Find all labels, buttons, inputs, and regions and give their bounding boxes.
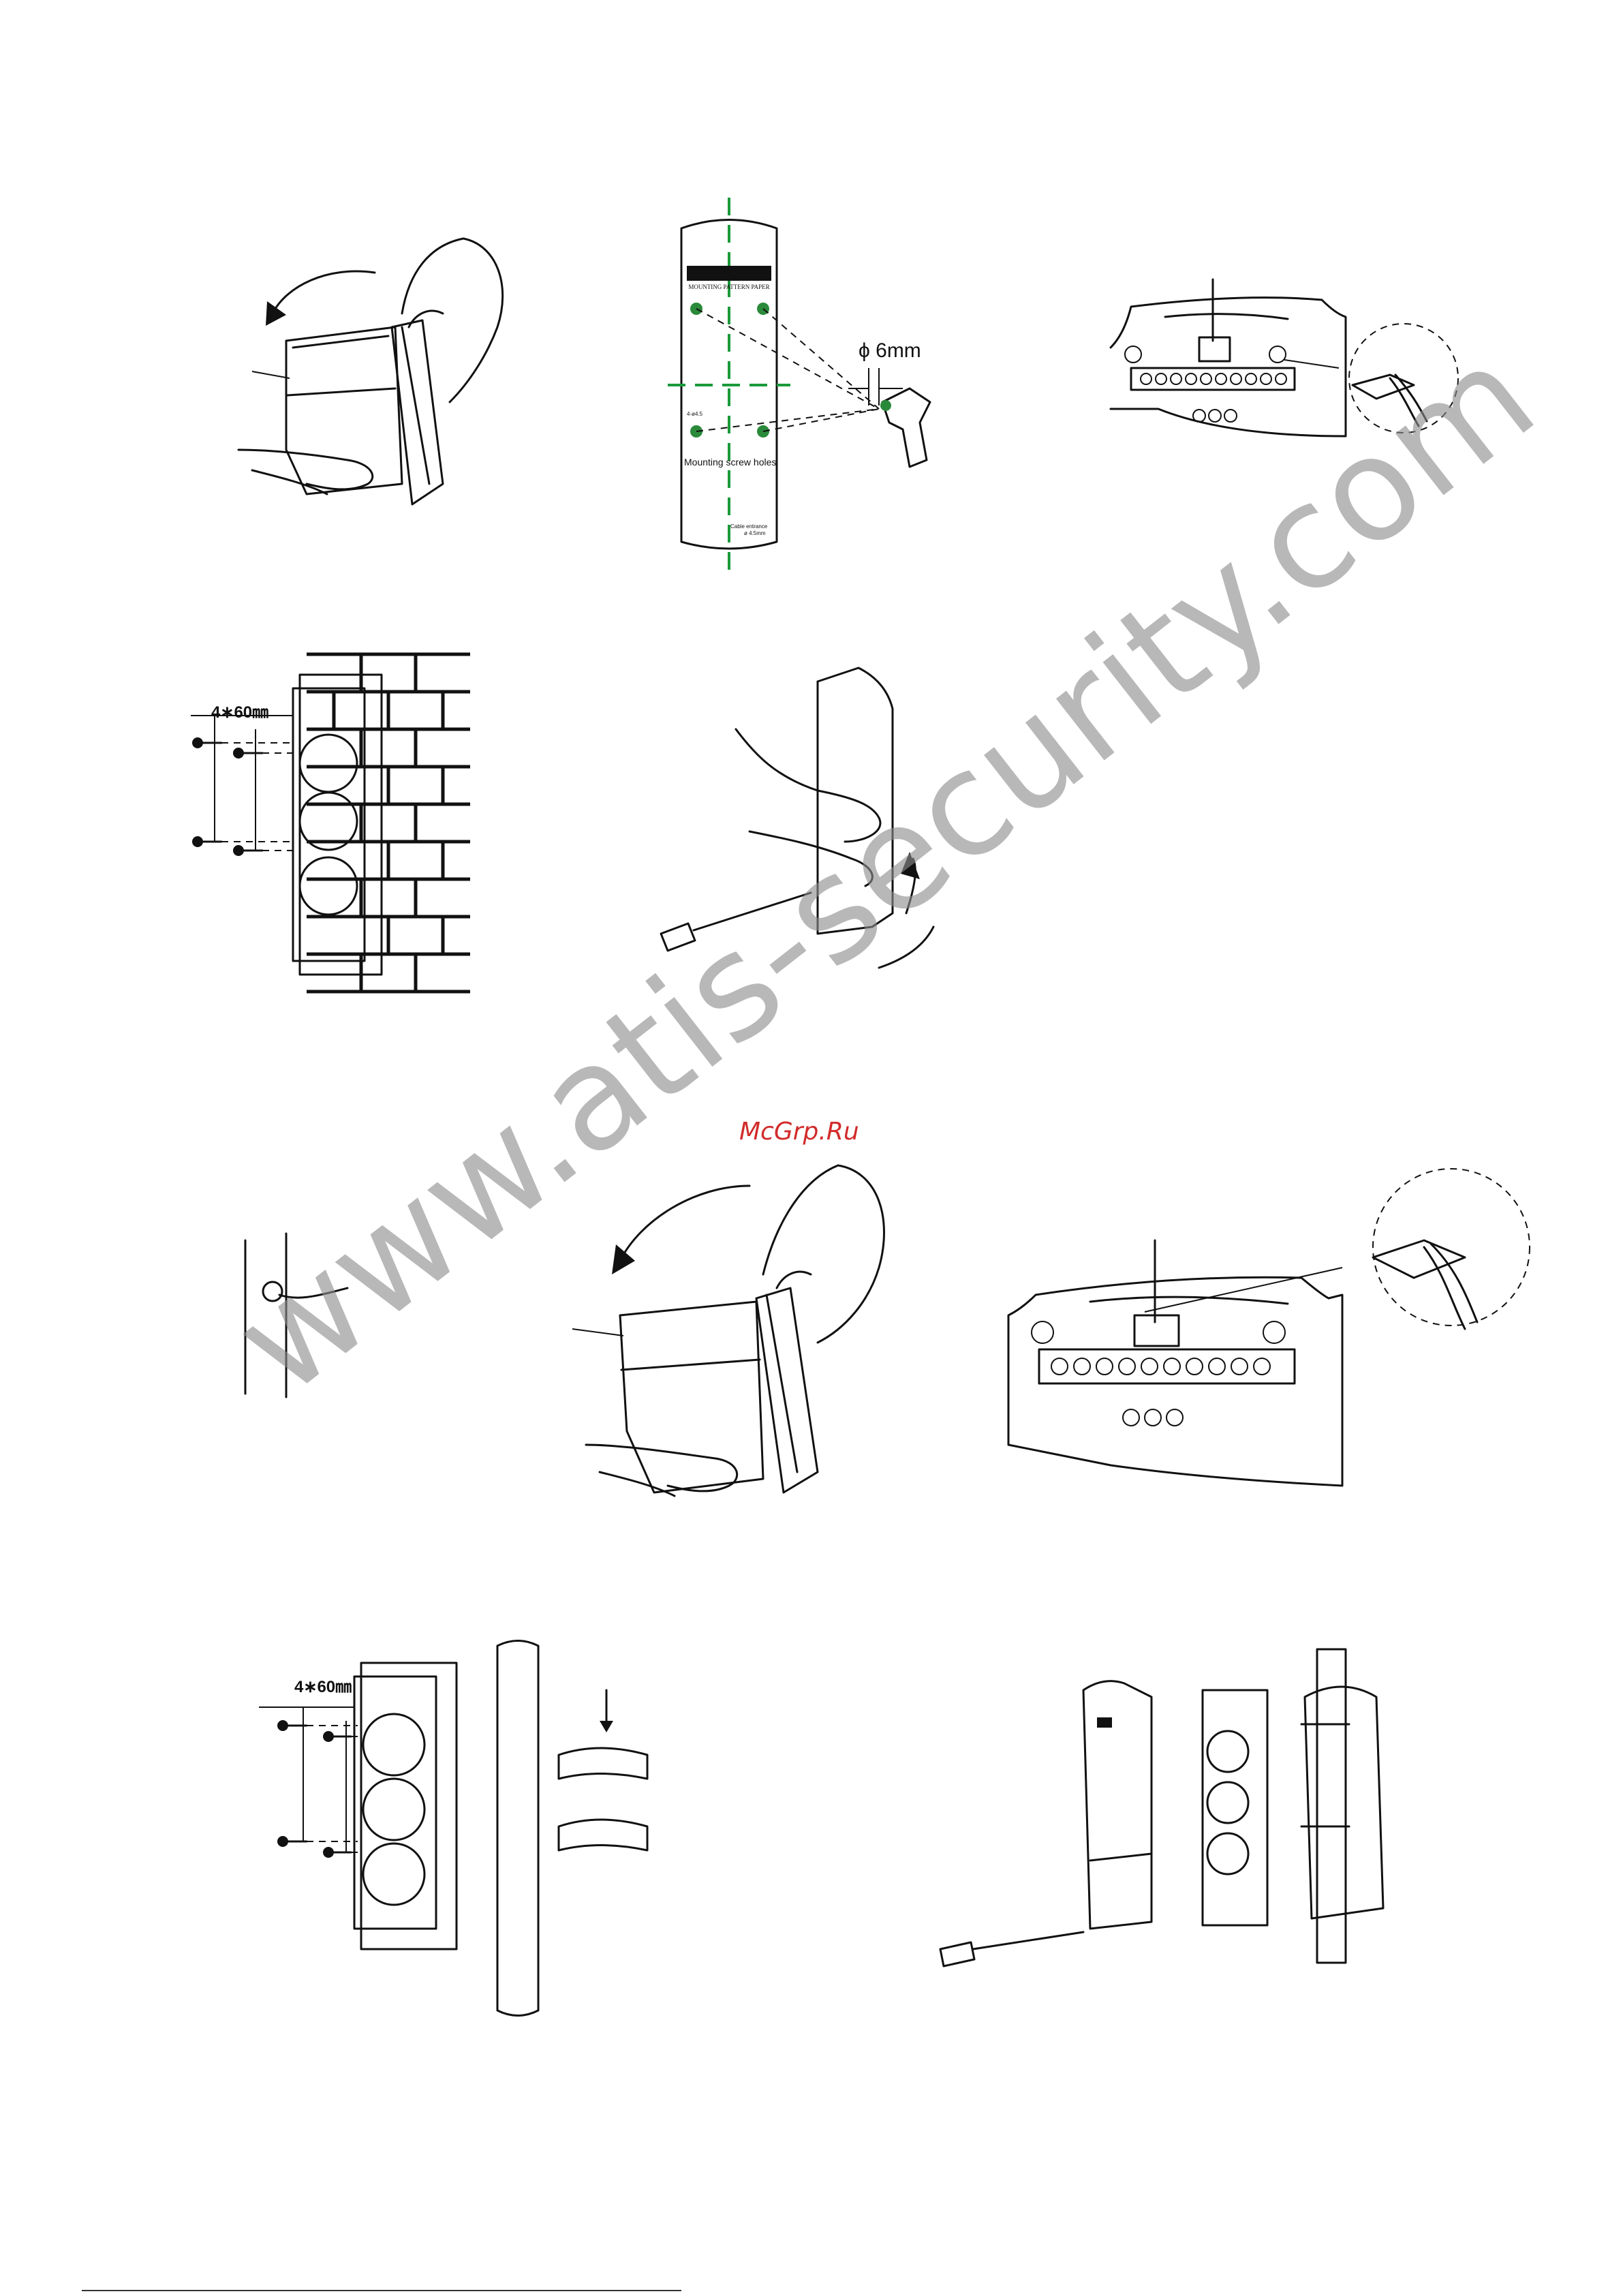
footer-rule [82, 2290, 681, 2291]
screwdriver-icon [661, 893, 811, 951]
pole-screw-spec: 4∗60㎜ [294, 1673, 352, 1697]
rotate-arrow-icon-large [612, 1244, 635, 1274]
rotate-arrow-icon [266, 301, 286, 326]
screwdriver-icon-2 [940, 1932, 1083, 1966]
hole-size-label: 4-ø4.5 [687, 411, 702, 417]
figure-wall-mount: 4∗60㎜ [184, 634, 497, 1015]
figure-close-cover [647, 654, 988, 981]
terminal-screws [1141, 373, 1286, 384]
figure-pole-assembly [933, 1649, 1424, 2004]
figure-terminal-block-small [1104, 266, 1458, 457]
drill-diameter-label: ϕ 6mm [859, 339, 921, 363]
terminal-screws-large [1051, 1358, 1270, 1375]
up-arrow-icon [901, 852, 920, 879]
wall-screw-spec: 4∗60㎜ [211, 699, 268, 722]
cable-note-1: Cable entrance [730, 523, 767, 530]
drill-icon [880, 388, 930, 467]
figure-open-cover [225, 225, 545, 525]
pole-screws-icon [277, 1720, 351, 1858]
template-header-text: MOUNTING PATTERN PAPER [679, 284, 779, 290]
figure-terminal-block-large [1002, 1159, 1540, 1499]
figure-pole-mount: 4∗60㎜ [245, 1622, 695, 2045]
cable-note-2: ø 4.5mm [744, 530, 766, 536]
screws-icon [192, 737, 262, 856]
figure-open-cover-large [559, 1124, 913, 1506]
mounting-holes-label: Mounting screw holes [684, 457, 776, 468]
figure-drill-template: MOUNTING PATTERN PAPER ϕ 6mm 4-ø4.5 Moun… [668, 198, 1090, 579]
template-header-bar [687, 266, 771, 281]
brick-wall [307, 654, 470, 992]
figure-wire-knot [232, 1227, 368, 1404]
down-arrow-icon [600, 1721, 613, 1732]
